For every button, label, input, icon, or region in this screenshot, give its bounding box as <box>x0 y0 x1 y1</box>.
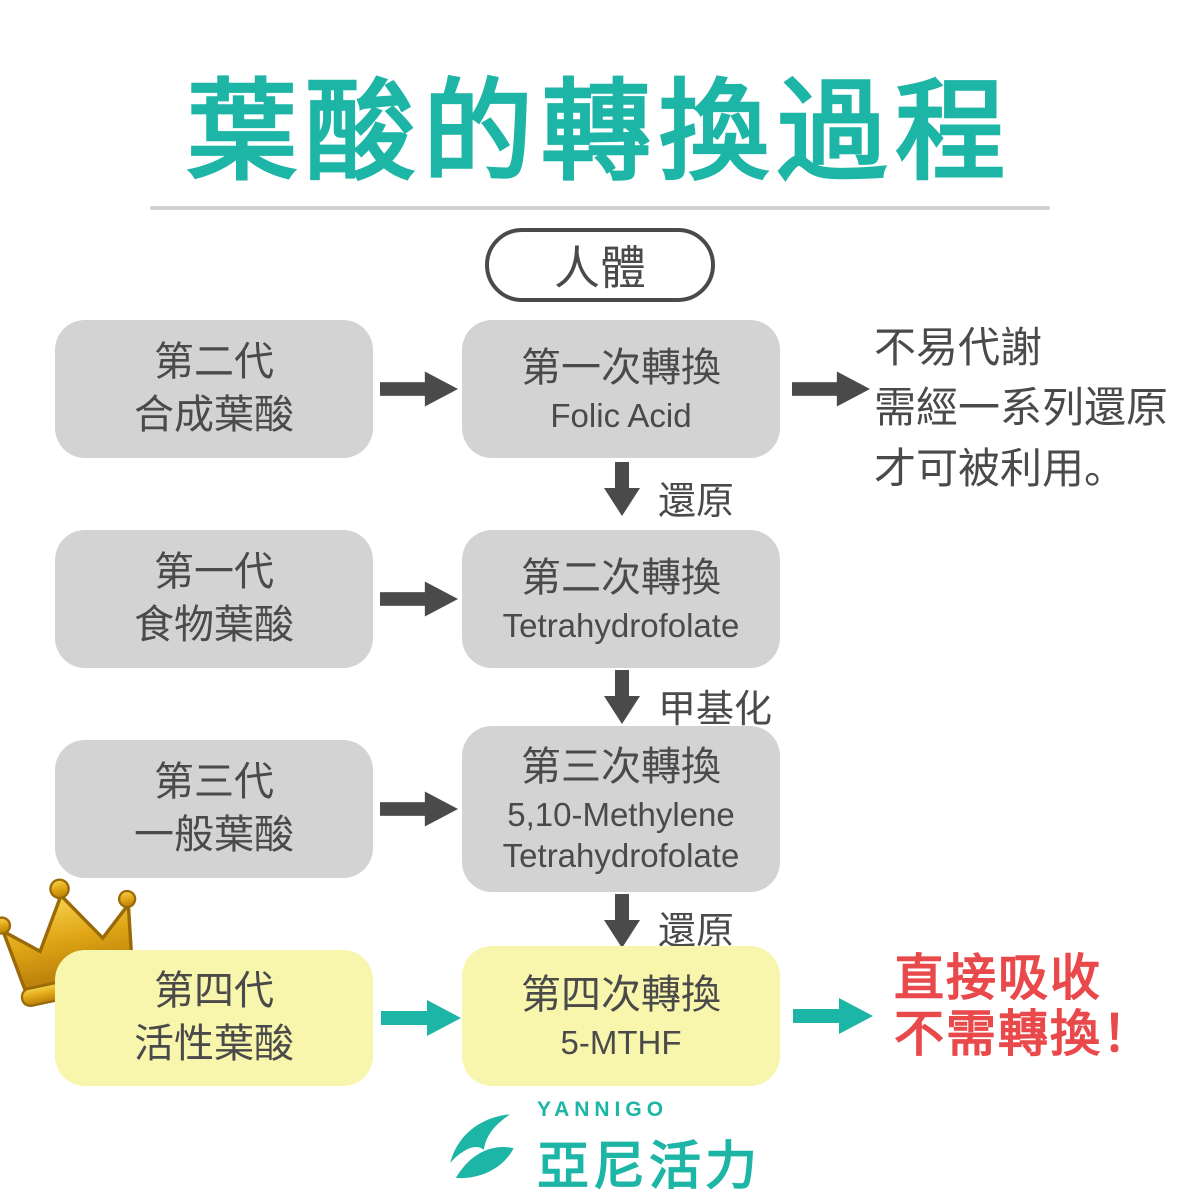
box-line: 第四代 <box>154 969 274 1014</box>
box-line: Tetrahydrofolate <box>502 606 740 644</box>
box-line: 第二代 <box>154 340 274 385</box>
box-conversion-2: 第二次轉換 Tetrahydrofolate <box>462 530 780 668</box>
box-line: 一般葉酸 <box>134 813 294 857</box>
arrow-right-to-note <box>792 369 870 409</box>
title-divider <box>150 206 1050 210</box>
arrow-right-to-result-teal <box>792 996 874 1036</box>
box-conversion-4: 第四次轉換 5-MTHF <box>462 946 780 1086</box>
box-line: 5,10-Methylene <box>507 796 735 834</box>
arrow-right-row1 <box>380 369 458 409</box>
box-line: 合成葉酸 <box>134 393 294 437</box>
arrow-right-row3 <box>380 789 458 829</box>
brand-name-en: YANNIGO <box>536 1098 669 1121</box>
arrow-right-row2 <box>380 579 458 619</box>
box-line: Tetrahydrofolate <box>502 837 740 875</box>
arrow-down-reduction-2 <box>602 894 642 948</box>
box-line: Folic Acid <box>550 396 692 434</box>
note-line: 不需轉換！ <box>894 1006 1154 1062</box>
note-line: 直接吸收 <box>894 950 1102 1006</box>
note-line: 需經一系列還原 <box>874 384 1169 432</box>
box-line: 第四次轉換 <box>521 972 721 1017</box>
box-generation-1: 第一代 食物葉酸 <box>55 530 373 668</box>
note-line: 不易代謝 <box>874 324 1043 371</box>
arrow-down-methylation <box>602 670 642 724</box>
direct-absorption-note: 直接吸收 不需轉換！ <box>894 950 1154 1062</box>
box-conversion-1: 第一次轉換 Folic Acid <box>462 320 780 458</box>
box-generation-4: 第四代 活性葉酸 <box>55 950 373 1086</box>
box-line: 5-MTHF <box>560 1023 682 1061</box>
metabolism-note: 不易代謝 需經一系列還原 才可被利用。 <box>874 318 1168 499</box>
brand-name-zh: 亞尼活力 <box>536 1138 761 1196</box>
arrow-label-methylation: 甲基化 <box>658 689 773 731</box>
box-line: 第一次轉換 <box>521 345 721 390</box>
note-line: 才可被利用。 <box>874 444 1127 492</box>
box-conversion-3: 第三次轉換 5,10-Methylene Tetrahydrofolate <box>462 726 780 892</box>
box-line: 第二次轉換 <box>521 555 721 600</box>
arrow-label-reduction-1: 還原 <box>658 481 735 523</box>
box-generation-2: 第二代 合成葉酸 <box>55 320 373 458</box>
box-generation-3: 第三代 一般葉酸 <box>55 740 373 878</box>
box-line: 活性葉酸 <box>134 1022 294 1066</box>
page-title: 葉酸的轉換過程 <box>187 71 1013 194</box>
brand-logo: YANNIGO 亞尼活力 <box>0 1098 1200 1199</box>
brand-text: YANNIGO 亞尼活力 <box>537 1098 761 1199</box>
arrow-down-reduction-1 <box>602 462 642 516</box>
box-line: 第三代 <box>154 760 274 805</box>
human-body-label: 人體 <box>485 228 715 302</box>
bird-logo-icon <box>439 1107 523 1191</box>
box-line: 食物葉酸 <box>134 603 294 647</box>
box-line: 第三次轉換 <box>521 745 721 790</box>
arrow-right-row4-teal <box>380 998 462 1038</box>
box-line: 第一代 <box>154 550 274 595</box>
